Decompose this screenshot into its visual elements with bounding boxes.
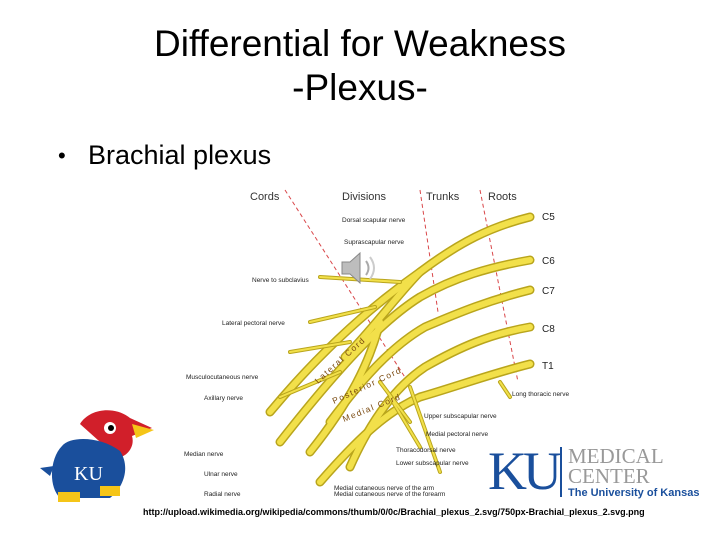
label-lateral-pectoral: Lateral pectoral nerve bbox=[222, 320, 285, 327]
label-nerve-to-subclavius: Nerve to subclavius bbox=[252, 277, 309, 284]
label-medial-pectoral: Medial pectoral nerve bbox=[426, 431, 489, 438]
label-dorsal-scapular: Dorsal scapular nerve bbox=[342, 217, 406, 224]
label-long-thoracic: Long thoracic nerve bbox=[512, 391, 569, 398]
ku-medical-center-logo: KU MEDICAL CENTER The University of Kans… bbox=[488, 441, 699, 503]
brachial-plexus-diagram: Cords Divisions Trunks Roots C5 C6 C7 C8… bbox=[184, 189, 569, 498]
label-thoracodorsal: Thoracodorsal nerve bbox=[396, 447, 456, 454]
root-c5: C5 bbox=[542, 212, 555, 223]
label-suprascapular: Suprascapular nerve bbox=[344, 239, 404, 246]
label-lower-subscapular: Lower subscapular nerve bbox=[396, 460, 469, 467]
header-trunks: Trunks bbox=[426, 191, 460, 203]
label-axillary: Axillary nerve bbox=[204, 395, 243, 402]
mascot-ku-text: KU bbox=[74, 463, 103, 485]
root-c7: C7 bbox=[542, 286, 555, 297]
header-roots: Roots bbox=[488, 191, 517, 203]
kumc-line-medical: MEDICAL bbox=[568, 444, 664, 468]
bullet-icon: • bbox=[58, 142, 66, 168]
source-url[interactable]: http://upload.wikimedia.org/wikipedia/co… bbox=[143, 507, 645, 517]
label-ulnar: Ulnar nerve bbox=[204, 471, 238, 478]
kumc-ku-letters: KU bbox=[488, 441, 562, 501]
root-c8: C8 bbox=[542, 324, 555, 335]
label-median: Median nerve bbox=[184, 451, 224, 458]
bullet-item: • Brachial plexus bbox=[58, 140, 271, 171]
root-c6: C6 bbox=[542, 256, 555, 267]
speaker-icon[interactable] bbox=[338, 248, 384, 288]
label-upper-subscapular: Upper subscapular nerve bbox=[424, 413, 497, 420]
label-musculocutaneous: Musculocutaneous nerve bbox=[186, 374, 259, 381]
root-t1: T1 bbox=[542, 361, 554, 372]
label-medial-cutaneous-forearm: Medial cutaneous nerve of the forearm bbox=[334, 491, 445, 498]
bullet-text: Brachial plexus bbox=[88, 140, 272, 170]
slide-title: Differential for Weakness -Plexus- bbox=[0, 22, 720, 110]
jayhawk-mascot-icon: KU bbox=[40, 410, 154, 502]
header-divisions: Divisions bbox=[342, 191, 387, 203]
kumc-separator bbox=[560, 447, 562, 497]
header-cords: Cords bbox=[250, 191, 280, 203]
title-line-1: Differential for Weakness bbox=[154, 23, 566, 64]
label-radial: Radial nerve bbox=[204, 491, 241, 498]
label-medial-cutaneous-arm: Medial cutaneous nerve of the arm bbox=[334, 485, 434, 492]
title-line-2: -Plexus- bbox=[292, 67, 428, 108]
kumc-line-university: The University of Kansas bbox=[568, 487, 700, 499]
kumc-line-center: CENTER bbox=[568, 464, 650, 488]
